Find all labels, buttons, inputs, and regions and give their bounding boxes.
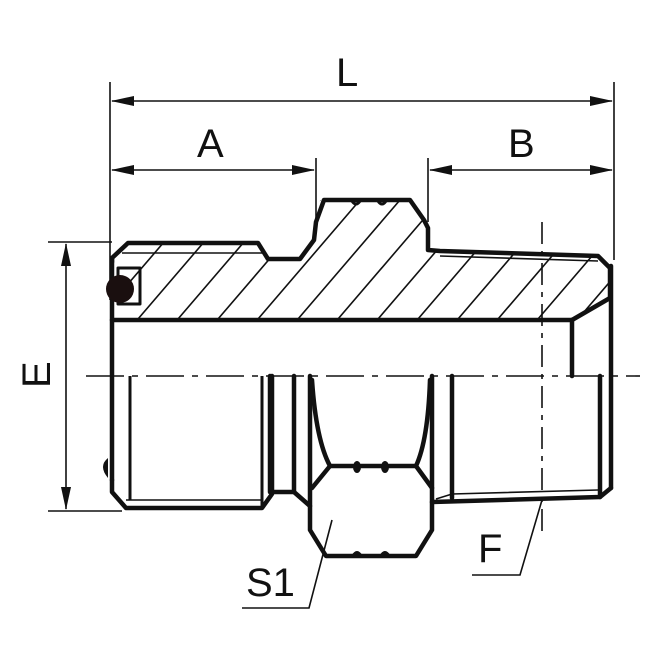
right-thread-root-line [439, 255, 599, 262]
label-F: F [478, 527, 502, 571]
leader-F [472, 499, 543, 576]
hex-flat-curve [309, 377, 433, 469]
arrow-left-icon [111, 96, 134, 106]
arrow-right-icon [590, 165, 613, 175]
bore-chamfer [569, 295, 613, 323]
arrow-down-icon [61, 487, 71, 510]
left-port-profile [109, 373, 275, 511]
hex-outer [307, 373, 435, 559]
hex-notch-icon [353, 461, 361, 473]
label-B: B [508, 122, 535, 166]
label-A: A [197, 122, 224, 166]
dimension-E: E [15, 241, 122, 512]
arrow-left-icon [429, 165, 452, 175]
hex-notches [350, 200, 388, 206]
hex-flat-edges [309, 463, 435, 491]
dimension-F: F [472, 499, 543, 576]
label-E: E [15, 361, 59, 388]
section-upper-half [106, 197, 614, 491]
neck-profile [269, 489, 313, 509]
dimension-L: L [109, 51, 615, 300]
arrow-right-icon [292, 165, 315, 175]
right-thread-root-line [435, 489, 599, 500]
label-S1: S1 [246, 561, 295, 605]
arrow-right-icon [590, 96, 613, 106]
hex-bottom-notches [351, 551, 391, 557]
body-outer-profile [109, 197, 613, 301]
dimension-B: B [427, 122, 613, 222]
oring-lower-icon [103, 458, 108, 478]
leader-S1 [242, 519, 333, 609]
dimension-S1: S1 [242, 519, 333, 609]
external-lower-half [103, 373, 614, 559]
dimension-A: A [111, 122, 317, 230]
oring-icon [106, 275, 134, 303]
right-thread-bottom-profile [429, 485, 614, 505]
label-L: L [336, 51, 358, 95]
arrow-up-icon [61, 243, 71, 266]
arrow-left-icon [111, 165, 134, 175]
hex-notch-icon [381, 461, 389, 473]
